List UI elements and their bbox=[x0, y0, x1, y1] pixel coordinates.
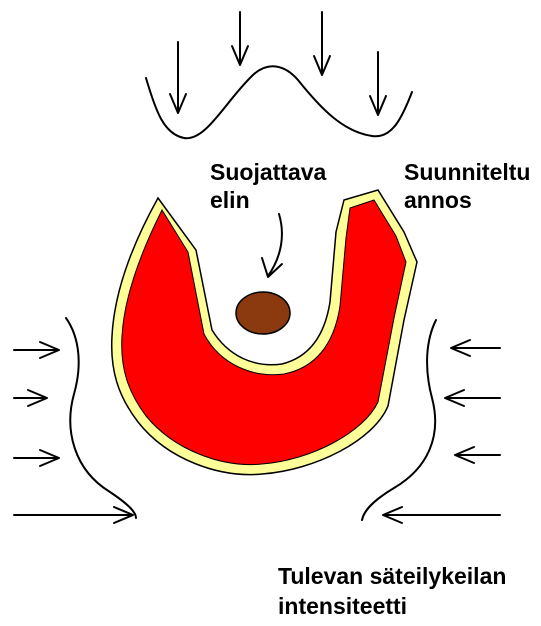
arrow-icon bbox=[14, 342, 59, 358]
top-beam-profile bbox=[146, 12, 412, 138]
arrow-icon bbox=[232, 12, 248, 65]
organ-pointer-arrow bbox=[262, 214, 282, 277]
protected-organ-shape bbox=[236, 292, 290, 334]
arrow-icon bbox=[14, 390, 47, 406]
arrow-icon bbox=[451, 340, 500, 356]
planned-dose-label: Suunniteltu annos bbox=[404, 159, 537, 213]
planned-dose-label-line1: Suunniteltu bbox=[404, 159, 530, 185]
protected-organ-label-line1: Suojattava bbox=[210, 159, 327, 185]
protected-organ-label-line2: elin bbox=[210, 187, 250, 213]
beam-intensity-label-line2: intensiteetti bbox=[278, 593, 407, 619]
planned-dose-label-line2: annos bbox=[404, 187, 472, 213]
beam-intensity-label: Tulevan säteilykeilan intensiteetti bbox=[278, 563, 513, 619]
arrow-icon bbox=[445, 390, 500, 406]
arrow-icon bbox=[170, 42, 186, 113]
arrow-icon bbox=[455, 447, 500, 463]
protected-organ bbox=[236, 292, 290, 334]
protected-organ-label: Suojattava elin bbox=[210, 159, 333, 213]
arrow-icon bbox=[383, 507, 500, 523]
arrow-icon bbox=[14, 507, 133, 523]
arrow-icon bbox=[370, 52, 386, 115]
arrow-icon bbox=[14, 450, 59, 466]
beam-intensity-label-line1: Tulevan säteilykeilan bbox=[278, 563, 506, 589]
arrow-icon bbox=[314, 12, 330, 75]
